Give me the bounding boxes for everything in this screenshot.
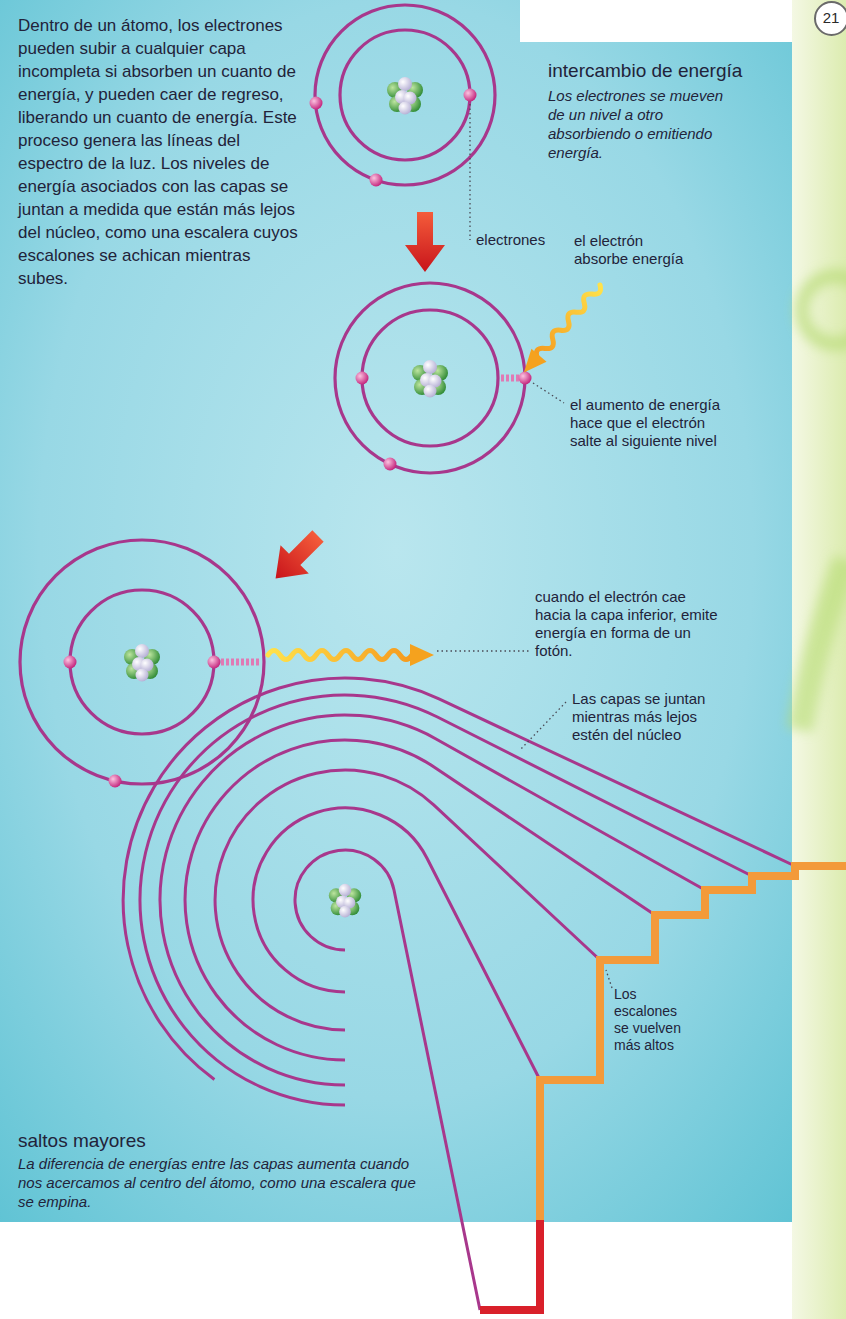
electron-shell [70, 590, 214, 734]
energy-level-line [140, 695, 752, 1105]
atom-drawing [20, 540, 264, 788]
leader-line [520, 702, 566, 750]
electron-trail [221, 659, 261, 666]
leader-line [606, 970, 612, 988]
strip-decoration [802, 276, 846, 344]
energy-level-line [295, 850, 480, 1310]
section-subtitle: La diferencia de energías entre las capa… [18, 1154, 423, 1211]
callout-label: Los escalones se vuelven más altos [614, 986, 694, 1054]
atom-drawing [335, 283, 532, 473]
callout-label: el aumento de energía hace que el electr… [570, 396, 735, 450]
nucleus [124, 644, 160, 682]
section-heading-box: intercambio de energía [548, 60, 778, 82]
electron [208, 656, 221, 669]
electron-shell [20, 540, 264, 784]
section-subtitle-box: Los electrones se mueven de un nivel a o… [548, 86, 733, 162]
electron-trail [501, 375, 519, 382]
leader-line [533, 383, 564, 403]
intro-paragraph: Dentro de un átomo, los electrones puede… [18, 14, 303, 290]
blue-panel [0, 0, 792, 1222]
leader-line [437, 650, 529, 651]
intro-paragraph-box: Dentro de un átomo, los electrones puede… [18, 14, 303, 290]
step-arrow [261, 522, 332, 593]
green-strip [792, 0, 846, 1319]
energy-level-shells [123, 678, 795, 1310]
section-subtitle-box: La diferencia de energías entre las capa… [18, 1154, 423, 1211]
callout-label: cuando el electrón cae hacia la capa inf… [535, 588, 720, 660]
electron-shell [362, 310, 498, 446]
photon-wave [268, 644, 434, 666]
atom-drawing [310, 5, 496, 187]
photon-wave [268, 651, 412, 660]
energy-level-line [215, 770, 600, 1030]
callout-label-box: electrones [476, 231, 571, 249]
callout-label-box: Los escalones se vuelven más altos [614, 986, 694, 1054]
callout-label-box: el aumento de energía hace que el electr… [570, 396, 735, 450]
electron [310, 97, 323, 110]
electron [356, 372, 369, 385]
callout-label: el electrón absorbe energía [574, 232, 699, 268]
photon-arrowhead [410, 644, 434, 666]
page-number-circle: 21 [814, 1, 846, 36]
nucleus [387, 77, 423, 115]
photon-arrowhead [516, 349, 546, 379]
energy-staircase [480, 1220, 540, 1310]
photon-wave [516, 278, 607, 379]
energy-level-line [185, 740, 655, 1060]
electron [464, 89, 477, 102]
leader-line [469, 104, 470, 240]
section-heading: saltos mayores [18, 1130, 318, 1152]
section-heading: intercambio de energía [548, 60, 778, 82]
callout-label-box: Las capas se juntan mientras más lejos e… [572, 690, 722, 744]
section-subtitle: Los electrones se mueven de un nivel a o… [548, 86, 733, 162]
callout-label-box: el electrón absorbe energía [574, 232, 699, 268]
callout-label: electrones [476, 231, 571, 249]
strip-decoration [800, 560, 846, 730]
node-text: 21 [823, 10, 840, 27]
electron-shell [315, 5, 495, 185]
electron [64, 656, 77, 669]
energy-level-line [160, 715, 705, 1085]
photon-wave [534, 282, 604, 360]
step-arrow [405, 212, 445, 272]
callout-label: Las capas se juntan mientras más lejos e… [572, 690, 722, 744]
nucleus [412, 360, 448, 398]
nucleus [329, 884, 361, 918]
energy-level-line [123, 678, 795, 1079]
electron [384, 458, 397, 471]
electron-shell [335, 283, 525, 473]
electron [370, 174, 383, 187]
energy-level-line [253, 808, 540, 1080]
electron [519, 372, 532, 385]
electron [109, 775, 122, 788]
energy-staircase [480, 866, 846, 1310]
callout-label-box: cuando el electrón cae hacia la capa inf… [535, 588, 720, 660]
section-heading-box: saltos mayores [18, 1130, 318, 1152]
electron-shell [340, 30, 470, 160]
